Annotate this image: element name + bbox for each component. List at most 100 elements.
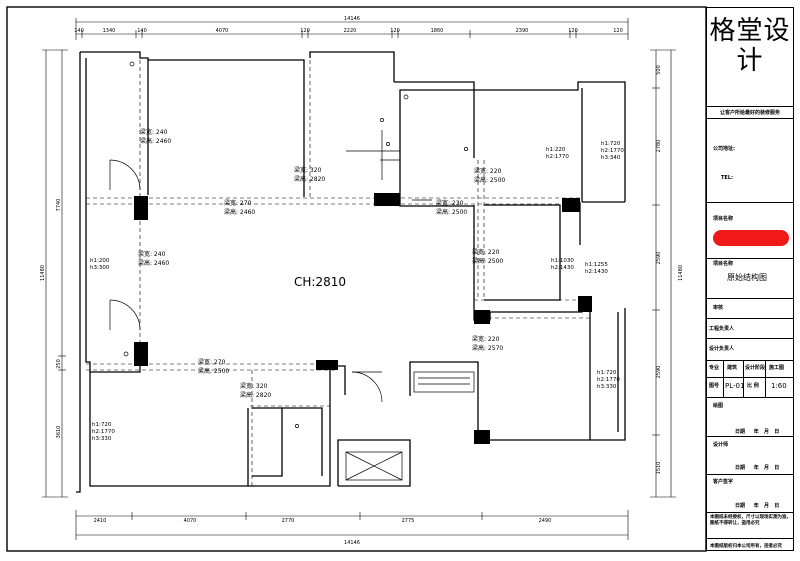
brand-logo: 格堂设计 — [709, 16, 791, 76]
slogan: 让客户所给最好的装修服务 — [719, 110, 780, 116]
drawer-label: 绘图 — [713, 403, 724, 409]
right-dim: 2780 — [656, 140, 662, 153]
beam-height: 梁高: 2820 — [294, 175, 325, 183]
left-total-dim: 11480 — [40, 265, 46, 281]
designer-label: 设计师 — [713, 442, 729, 448]
window-h3: h3:330 — [597, 384, 617, 390]
beam-height: 梁高: 2570 — [472, 344, 503, 352]
design-lead-label: 设计负责人 — [709, 346, 735, 352]
tel-label: TEL: — [721, 175, 734, 181]
bottom-total-dim: 14146 — [344, 540, 360, 546]
right-total-dim: 11480 — [678, 265, 684, 281]
scale-value: 1:60 — [771, 382, 787, 390]
beam-annotations: 梁宽: 240 梁高: 2460 梁宽: 320 梁高: 2820 梁宽: 27… — [138, 128, 505, 399]
top-dim: 140 — [137, 28, 147, 34]
designer-date: 日期 年 月 日 — [735, 465, 780, 471]
fixtures — [123, 61, 591, 430]
beam-width: 梁宽: 270 — [224, 199, 252, 207]
ceiling-height: CH:2810 — [294, 275, 346, 289]
window-h1: h1:220 — [546, 147, 566, 153]
scale-label: 比 例 — [747, 383, 759, 389]
dimension-text: 14146 14146 140 1340 140 4070 120 2220 1… — [40, 16, 684, 546]
beam-height: 梁高: 2820 — [240, 391, 271, 399]
beam-width: 梁宽: 220 — [472, 248, 500, 256]
beam-width: 梁宽: 270 — [198, 358, 226, 366]
footer-note: 本图纸版权归本公司所有，违者必究 — [710, 544, 782, 549]
top-dim: 120 — [568, 28, 578, 34]
window-h3: h3:300 — [90, 265, 110, 271]
engineer-label: 工程负责人 — [709, 326, 735, 332]
project-name-label: 项目名称 — [713, 216, 734, 222]
dimension-lines — [42, 18, 676, 540]
top-dim: 1340 — [103, 28, 116, 34]
window-h1: h1:200 — [90, 258, 110, 264]
beam-width: 梁宽: 320 — [294, 166, 322, 174]
beam-width: 梁宽: 220 — [474, 167, 502, 175]
right-dim: 2590 — [656, 252, 662, 265]
spec-label: 专业 — [709, 365, 720, 371]
window-h1: h1:720 — [601, 141, 621, 147]
window-h2: h2:1430 — [551, 265, 574, 271]
right-dim: 2590 — [656, 366, 662, 379]
window-h2: h2:1430 — [585, 269, 608, 275]
number-value: PL-01 — [725, 382, 745, 390]
window-h2: h2:1770 — [92, 429, 115, 435]
company-address-label: 公司地址: — [713, 146, 735, 152]
bottom-dim: 2770 — [282, 518, 295, 524]
window-h1: h1:720 — [597, 370, 617, 376]
phase-label: 设计阶段 — [745, 365, 766, 371]
window-h1: h1:720 — [92, 422, 112, 428]
top-dim: 120 — [300, 28, 310, 34]
window-h2: h2:1770 — [597, 377, 620, 383]
window-h1: h1:1255 — [585, 262, 608, 268]
columns — [134, 193, 592, 444]
review-label: 审核 — [713, 305, 724, 311]
footnote: 本图纸未经授权，尺寸以现场实测为准，图纸不得转让，盗用必究 — [710, 515, 791, 527]
beam-height: 梁高: 2460 — [138, 259, 169, 267]
drawer-date: 日期 年 月 日 — [735, 429, 780, 435]
window-h3: h3:330 — [92, 436, 112, 442]
phase-value: 施工图 — [769, 365, 785, 371]
window-h2: h2:1770 — [546, 154, 569, 160]
beam-height: 梁高: 2500 — [436, 208, 467, 216]
window-h3: h3:340 — [601, 155, 621, 161]
spec-value: 建筑 — [727, 365, 738, 371]
spec-row: 专业 建筑 设计阶段 施工图 — [707, 360, 793, 377]
number-label: 图号 — [709, 383, 720, 389]
bottom-dim: 2410 — [94, 518, 107, 524]
beam-lines — [86, 60, 590, 486]
right-dim: 1510 — [656, 462, 662, 475]
client-label: 客户签字 — [713, 479, 734, 485]
beam-height: 梁高: 2460 — [140, 137, 171, 145]
client-date: 日期 年 月 日 — [735, 503, 780, 509]
left-dim: 7740 — [56, 199, 62, 212]
project-name-redacted — [713, 230, 789, 246]
drawing-name: 原始结构图 — [727, 273, 767, 282]
beam-width: 梁宽: 320 — [240, 382, 268, 390]
window-h1: h1:1030 — [551, 258, 574, 264]
left-dim: 3610 — [56, 426, 62, 439]
drawing-name-label: 项目名称 — [713, 261, 734, 267]
top-total-dim: 14146 — [344, 16, 360, 22]
beam-width: 梁宽: 230 — [436, 199, 464, 207]
bottom-dim: 2490 — [539, 518, 552, 524]
beam-height: 梁高: 2460 — [224, 208, 255, 216]
bottom-dim: 4070 — [184, 518, 197, 524]
beam-height: 梁高: 2500 — [198, 367, 229, 375]
drawing-frame — [6, 6, 707, 552]
beam-width: 梁宽: 240 — [138, 250, 166, 258]
top-dim: 2390 — [516, 28, 529, 34]
top-dim: 4070 — [216, 28, 229, 34]
number-row: 图号 PL-01 比 例 1:60 — [707, 377, 793, 397]
top-dim: 140 — [74, 28, 84, 34]
title-block: 格堂设计 让客户所给最好的装修服务 公司地址: TEL: 项目名称 项目名称 原… — [706, 7, 794, 551]
right-dim: 500 — [656, 65, 662, 75]
bottom-dim: 2775 — [402, 518, 415, 524]
window-notes: h1:220 h2:1770 h1:720 h2:1770 h3:340 h1:… — [90, 141, 624, 442]
top-dim: 2220 — [344, 28, 357, 34]
walls — [76, 51, 626, 493]
left-dim: 250 — [56, 359, 62, 369]
beam-height: 梁高: 2500 — [472, 257, 503, 265]
door-arcs — [109, 159, 475, 481]
